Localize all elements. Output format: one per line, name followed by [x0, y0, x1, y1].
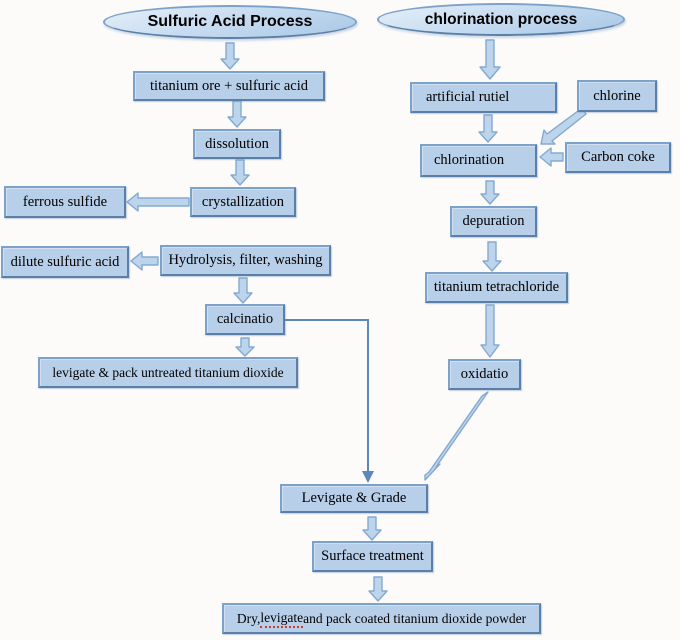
- node-oxidation: oxidatio: [448, 359, 521, 390]
- node-label: Surface treatment: [321, 548, 424, 564]
- node-carbon-coke: Carbon coke: [565, 142, 671, 173]
- arrow-crystallization-to-ferrous-sulfide: [126, 192, 190, 212]
- node-chlorine: chlorine: [577, 80, 657, 112]
- node-label-misspelled-word: levigate: [260, 610, 304, 628]
- node-label: chlorine: [593, 87, 641, 104]
- node-final-dry-levigate-pack: Dry, levigate and pack coated titanium d…: [222, 603, 541, 634]
- header-sulfuric-acid-process: Sulfuric Acid Process: [103, 5, 357, 39]
- node-label: oxidatio: [460, 366, 509, 382]
- arrow-carbon-coke-to-chlorination: [539, 147, 564, 167]
- arrow-chlorination-header-to-artificial-rutile: [479, 39, 501, 80]
- node-label: artificial rutiel: [426, 89, 510, 105]
- node-label: titanium ore + sulfuric acid: [150, 77, 308, 94]
- node-label: Hydrolysis, filter, washing: [168, 252, 323, 268]
- node-artificial-rutile: artificial rutiel: [410, 82, 557, 113]
- node-levigate-pack-untreated: levigate & pack untreated titanium dioxi…: [38, 357, 298, 388]
- node-label: crystallization: [201, 193, 285, 210]
- node-label: ferrous sulfide: [22, 193, 108, 210]
- node-hydrolysis-filter-washing: Hydrolysis, filter, washing: [160, 245, 331, 276]
- arrow-calcination-to-levigate-pack: [235, 337, 255, 357]
- arrow-depuration-to-titanium-tetrachloride: [482, 241, 502, 272]
- arrow-hydrolysis-to-dilute-sulfuric-acid: [130, 251, 159, 271]
- node-titanium-ore-sulfuric-acid: titanium ore + sulfuric acid: [133, 71, 325, 101]
- node-label: calcinatio: [216, 311, 274, 327]
- node-label: dilute sulfuric acid: [10, 253, 120, 270]
- arrow-titanium-tetrachloride-to-oxidation: [480, 304, 500, 358]
- node-depuration: depuration: [450, 206, 537, 237]
- arrow-hydrolysis-to-calcination: [233, 277, 253, 304]
- arrow-titanium-ore-to-dissolution: [227, 100, 247, 128]
- node-label: Carbon coke: [581, 149, 655, 165]
- arrow-oxidation-to-levigate-grade: [424, 391, 489, 481]
- node-surface-treatment: Surface treatment: [312, 541, 433, 572]
- node-calcination: calcinatio: [205, 304, 285, 335]
- arrow-levigate-grade-to-surface-treatment: [362, 516, 382, 541]
- header-chlorination-process: chlorination process: [377, 3, 625, 36]
- node-label: depuration: [462, 213, 525, 229]
- node-dissolution: dissolution: [193, 129, 281, 159]
- node-ferrous-sulfide: ferrous sulfide: [4, 186, 126, 218]
- arrow-chlorination-to-depuration: [480, 180, 500, 205]
- node-label-suffix: and pack coated titanium dioxide powder: [303, 610, 527, 626]
- node-levigate-grade: Levigate & Grade: [280, 484, 428, 513]
- node-label: dissolution: [205, 135, 269, 152]
- connector-calcination-to-levigate-grade: [285, 319, 369, 471]
- arrow-chlorine-to-chlorination: [540, 107, 587, 145]
- arrow-dissolution-to-crystallization: [230, 159, 250, 186]
- arrow-artificial-rutile-to-chlorination: [478, 114, 498, 143]
- node-titanium-tetrachloride: titanium tetrachloride: [425, 272, 568, 303]
- node-chlorination: chlorination: [420, 144, 537, 177]
- header-chlorination-label: chlorination process: [424, 10, 578, 28]
- node-dilute-sulfuric-acid: dilute sulfuric acid: [1, 246, 129, 278]
- arrow-sulfuric-header-to-titanium-ore: [220, 42, 240, 70]
- node-label: Levigate & Grade: [301, 490, 407, 506]
- node-label: levigate & pack untreated titanium dioxi…: [52, 364, 284, 380]
- node-label: chlorination: [434, 152, 505, 168]
- node-label: titanium tetrachloride: [433, 279, 560, 295]
- arrow-surface-treatment-to-final: [368, 576, 388, 602]
- header-sulfuric-label: Sulfuric Acid Process: [147, 13, 313, 30]
- node-label-prefix: Dry,: [236, 610, 261, 626]
- connector-arrowhead: [362, 471, 374, 483]
- node-crystallization: crystallization: [190, 187, 296, 217]
